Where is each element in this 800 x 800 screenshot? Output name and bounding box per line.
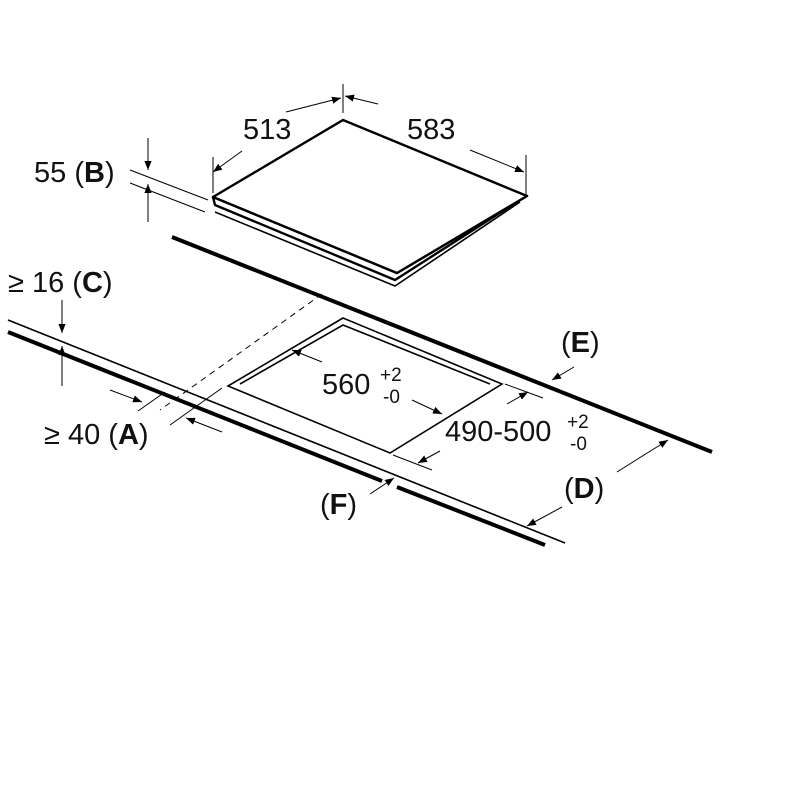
hob [211, 118, 529, 287]
cutout-width-tolerance-minus: -0 [383, 387, 400, 408]
label-f-arrow [369, 477, 395, 495]
cutout-depth-tolerance-plus: +2 [567, 412, 589, 433]
front-gap-label: ≥ 16 (C) [8, 267, 113, 299]
dashed-projection-line [159, 293, 323, 411]
hob-height-label: 55 (B) [34, 157, 115, 189]
hob-height-dimension [129, 138, 209, 222]
worktop-back-edge [171, 235, 713, 454]
label-d: (D) [564, 473, 604, 505]
cutout-depth-label: 490-500 [445, 416, 551, 448]
front-distance-dimension [109, 387, 223, 433]
hob-dimension-lines [212, 84, 527, 195]
cutout-depth-tolerance-minus: -0 [570, 434, 587, 455]
label-e: (E) [561, 327, 600, 359]
cutout-width-tolerance-plus: +2 [380, 365, 402, 386]
hob-width-label: 583 [407, 114, 455, 146]
cutout-width-dimension [291, 349, 443, 415]
cutout-width-label: 560 [322, 369, 370, 401]
front-distance-label: ≥ 40 (A) [44, 419, 149, 451]
hob-depth-label: 513 [243, 114, 291, 146]
cutout-depth-dimension [392, 383, 544, 471]
label-e-arrow [551, 366, 575, 381]
label-d-arrows [526, 439, 669, 527]
worktop-front-edge [7, 319, 566, 547]
worktop-cutout [226, 317, 504, 454]
label-f: (F) [320, 489, 357, 521]
